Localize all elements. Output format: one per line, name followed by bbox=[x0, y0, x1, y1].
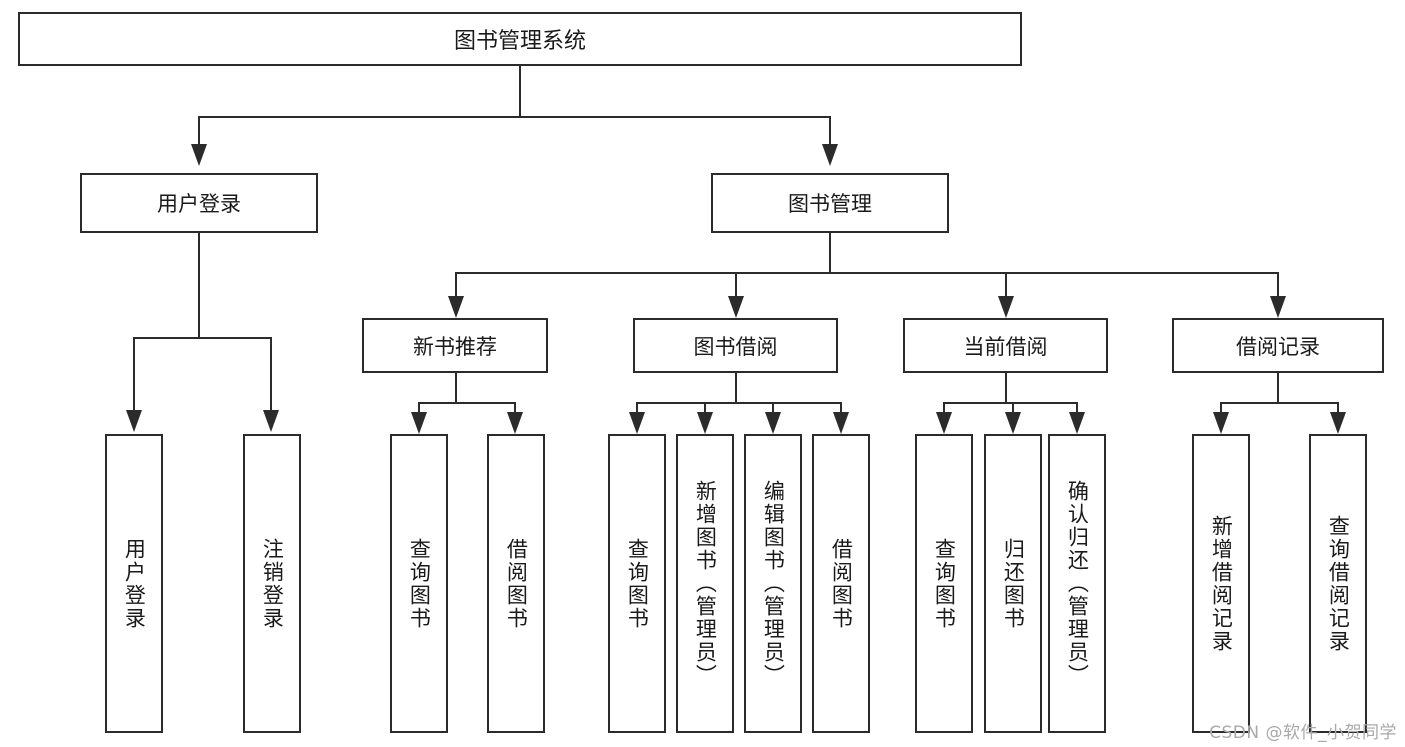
connector-bb-drop-1 bbox=[636, 402, 638, 412]
leaf-nb-query-book[interactable]: 查询图书 bbox=[390, 434, 448, 733]
connector-bb-drop-4 bbox=[840, 402, 842, 412]
arrowhead-cb-confirm-return bbox=[1069, 412, 1085, 434]
arrowhead-current-borrow bbox=[998, 296, 1014, 318]
node-book-management[interactable]: 图书管理 bbox=[711, 173, 949, 233]
connector-current-borrow-bus bbox=[943, 402, 1078, 404]
node-label: 查询图书 bbox=[625, 537, 650, 630]
arrowhead-book-borrow bbox=[728, 296, 744, 318]
connector-cb-drop-2 bbox=[1012, 402, 1014, 412]
connector-level2-drop-2 bbox=[735, 272, 737, 296]
connector-level2-bus bbox=[455, 272, 1279, 274]
leaf-br-add-record[interactable]: 新增借阅记录 bbox=[1192, 434, 1250, 733]
node-label: 图书管理 bbox=[788, 192, 872, 216]
leaf-nb-borrow-book[interactable]: 借阅图书 bbox=[487, 434, 545, 733]
arrowhead-nb-borrow-book bbox=[507, 412, 523, 434]
connector-br-drop-2 bbox=[1337, 402, 1339, 412]
node-label: 图书管理系统 bbox=[453, 29, 586, 54]
connector-user-login-bus bbox=[133, 337, 271, 339]
connector-new-book-bus bbox=[418, 402, 516, 404]
connector-level2-drop-3 bbox=[1005, 272, 1007, 296]
node-label: 编辑图书（管理员） bbox=[761, 480, 786, 687]
node-label: 用户登录 bbox=[157, 192, 241, 216]
arrowhead-new-book-rec bbox=[448, 296, 464, 318]
arrowhead-bb-add-book bbox=[697, 412, 713, 434]
connector-level2-drop-1 bbox=[455, 272, 457, 296]
connector-bb-drop-3 bbox=[772, 402, 774, 412]
leaf-logout[interactable]: 注销登录 bbox=[243, 434, 301, 733]
arrowhead-br-add-record bbox=[1213, 412, 1229, 434]
leaf-bb-borrow-book[interactable]: 借阅图书 bbox=[812, 434, 870, 733]
node-label: 借阅记录 bbox=[1236, 334, 1320, 359]
arrowhead-cb-return-book bbox=[1005, 412, 1021, 434]
node-borrow-record[interactable]: 借阅记录 bbox=[1172, 318, 1384, 373]
node-book-borrow[interactable]: 图书借阅 bbox=[633, 318, 838, 373]
connector-user-login-stem bbox=[198, 233, 200, 337]
arrowhead-leaf-user-login bbox=[126, 410, 142, 432]
connector-book-manage-stem bbox=[829, 233, 831, 272]
connector-level1-bus bbox=[198, 116, 831, 118]
connector-new-book-stem bbox=[455, 373, 457, 402]
arrowhead-bb-query-book bbox=[629, 412, 645, 434]
leaf-br-query-record[interactable]: 查询借阅记录 bbox=[1309, 434, 1367, 733]
connector-cb-drop-3 bbox=[1076, 402, 1078, 412]
node-label: 确认归还（管理员） bbox=[1065, 480, 1090, 687]
arrowhead-cb-query-book bbox=[936, 412, 952, 434]
connector-current-borrow-stem bbox=[1005, 373, 1007, 402]
node-label: 新增借阅记录 bbox=[1209, 514, 1234, 653]
arrowhead-nb-query-book bbox=[411, 412, 427, 434]
connector-level1-drop-left bbox=[198, 116, 200, 144]
leaf-bb-edit-book[interactable]: 编辑图书（管理员） bbox=[744, 434, 802, 733]
node-label: 当前借阅 bbox=[963, 334, 1048, 359]
leaf-bb-query-book[interactable]: 查询图书 bbox=[608, 434, 666, 733]
connector-book-borrow-stem bbox=[735, 373, 737, 402]
leaf-cb-confirm-return[interactable]: 确认归还（管理员） bbox=[1048, 434, 1106, 733]
connector-bb-drop-2 bbox=[704, 402, 706, 412]
connector-root-stem bbox=[519, 66, 521, 116]
leaf-bb-add-book[interactable]: 新增图书（管理员） bbox=[676, 434, 734, 733]
node-user-login[interactable]: 用户登录 bbox=[80, 173, 318, 233]
node-current-borrow[interactable]: 当前借阅 bbox=[903, 318, 1108, 373]
node-label: 查询图书 bbox=[407, 537, 432, 630]
node-label: 注销登录 bbox=[260, 537, 285, 630]
arrowhead-book-manage bbox=[822, 144, 838, 166]
node-root-system[interactable]: 图书管理系统 bbox=[18, 12, 1022, 66]
arrowhead-br-query-record bbox=[1330, 412, 1346, 434]
connector-user-login-drop-1 bbox=[133, 337, 135, 410]
arrowhead-bb-edit-book bbox=[765, 412, 781, 434]
node-label: 归还图书 bbox=[1001, 537, 1026, 630]
node-label: 新增图书（管理员） bbox=[693, 480, 718, 687]
connector-level2-drop-4 bbox=[1277, 272, 1279, 296]
connector-user-login-drop-2 bbox=[270, 337, 272, 410]
connector-new-book-drop-2 bbox=[514, 402, 516, 412]
arrowhead-bb-borrow-book bbox=[833, 412, 849, 434]
connector-cb-drop-1 bbox=[943, 402, 945, 412]
node-label: 图书借阅 bbox=[693, 334, 778, 359]
connector-level1-drop-right bbox=[829, 116, 831, 144]
connector-borrow-record-bus bbox=[1220, 402, 1339, 404]
arrowhead-leaf-logout bbox=[263, 410, 279, 432]
leaf-user-login[interactable]: 用户登录 bbox=[105, 434, 163, 733]
leaf-cb-query-book[interactable]: 查询图书 bbox=[915, 434, 973, 733]
arrowhead-borrow-record bbox=[1270, 296, 1286, 318]
connector-book-borrow-bus bbox=[636, 402, 842, 404]
node-label: 借阅图书 bbox=[504, 537, 529, 630]
node-label: 用户登录 bbox=[122, 537, 147, 630]
node-label: 查询借阅记录 bbox=[1326, 514, 1351, 653]
connector-borrow-record-stem bbox=[1277, 373, 1279, 402]
leaf-cb-return-book[interactable]: 归还图书 bbox=[984, 434, 1042, 733]
connector-br-drop-1 bbox=[1220, 402, 1222, 412]
node-label: 借阅图书 bbox=[829, 537, 854, 630]
node-label: 查询图书 bbox=[932, 537, 957, 630]
arrowhead-user-login bbox=[191, 144, 207, 166]
node-label: 新书推荐 bbox=[413, 334, 497, 359]
connector-new-book-drop-1 bbox=[418, 402, 420, 412]
node-new-book-recommend[interactable]: 新书推荐 bbox=[362, 318, 548, 373]
